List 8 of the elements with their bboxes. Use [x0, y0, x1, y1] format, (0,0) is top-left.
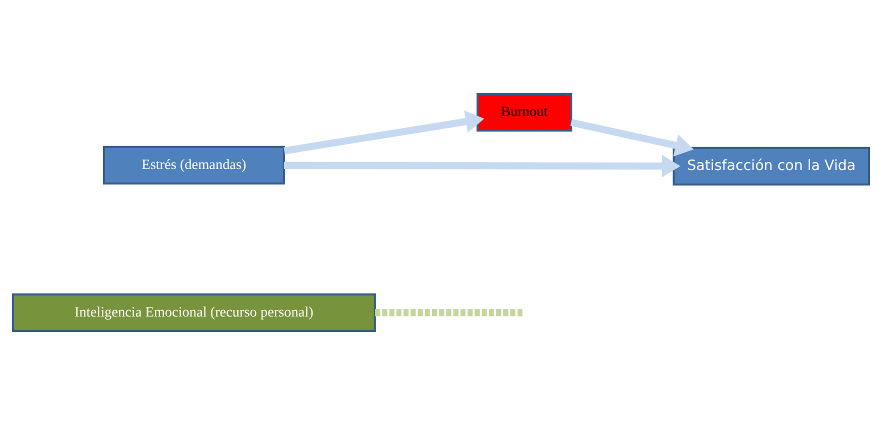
node-box: Burnout [476, 92, 572, 132]
node-box: Estrés (demandas) [102, 145, 285, 184]
connector [375, 308, 524, 316]
arrow [570, 118, 694, 156]
node-box: Inteligencia Emocional (recurso personal) [12, 292, 376, 332]
node-box: Satisfacción con la Vida [672, 146, 870, 186]
arrow [284, 110, 484, 154]
arrow [284, 154, 680, 177]
